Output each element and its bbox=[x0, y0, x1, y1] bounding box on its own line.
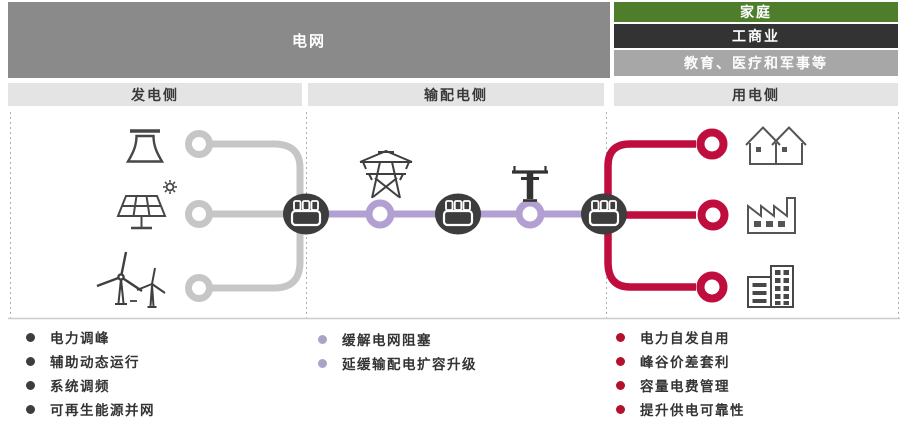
bullet-icon bbox=[318, 334, 327, 344]
list-item: 可再生能源并网 bbox=[26, 397, 155, 421]
benefit-label: 提升供电可靠性 bbox=[640, 403, 745, 419]
section-header-consumption-label: 用电侧 bbox=[732, 87, 780, 104]
consumer-bar-home-label: 家庭 bbox=[740, 5, 772, 21]
bullet-icon bbox=[616, 380, 625, 390]
solar-panel-icon bbox=[116, 180, 177, 230]
bullet-icon bbox=[26, 380, 35, 390]
consumer-bar-industry: 工商业 bbox=[614, 24, 898, 48]
consumption-node-rings bbox=[696, 128, 729, 303]
consumer-bar-home: 家庭 bbox=[614, 2, 898, 22]
list-item: 辅助动态运行 bbox=[26, 349, 155, 373]
benefit-label: 系统调频 bbox=[50, 379, 110, 395]
houses-icon bbox=[745, 126, 807, 165]
list-item: 延缓输配电扩容升级 bbox=[318, 351, 477, 375]
section-header-transmission: 输配电侧 bbox=[308, 83, 604, 106]
office-buildings-icon bbox=[747, 265, 794, 308]
bullet-icon bbox=[616, 332, 625, 342]
bullet-icon bbox=[318, 358, 327, 368]
benefit-label: 辅助动态运行 bbox=[50, 355, 140, 371]
grid-banner: 电网 bbox=[8, 2, 610, 78]
benefit-label: 峰谷价差套利 bbox=[640, 355, 730, 371]
battery-node-consumption bbox=[581, 193, 627, 235]
benefit-list-transmission: 缓解电网阻塞 延缓输配电扩容升级 bbox=[318, 327, 477, 375]
section-header-generation: 发电侧 bbox=[8, 83, 302, 106]
consumer-bar-industry-label: 工商业 bbox=[732, 29, 780, 45]
bullet-icon bbox=[26, 404, 35, 414]
list-item: 系统调频 bbox=[26, 373, 155, 397]
transformer-icon bbox=[512, 166, 548, 202]
benefit-list-generation: 电力调峰 辅助动态运行 系统调频 可再生能源并网 bbox=[26, 325, 155, 421]
wind-turbine-icon bbox=[96, 251, 166, 308]
list-item: 电力自发自用 bbox=[616, 325, 745, 349]
grid-banner-label: 电网 bbox=[291, 31, 326, 50]
transmission-node-rings bbox=[365, 199, 545, 229]
factory-icon bbox=[747, 197, 796, 234]
section-header-consumption: 用电侧 bbox=[614, 83, 898, 106]
benefit-label: 延缓输配电扩容升级 bbox=[342, 357, 477, 373]
benefit-label: 电力调峰 bbox=[50, 331, 110, 347]
benefit-label: 电力自发自用 bbox=[640, 331, 730, 347]
battery-node-generation bbox=[283, 193, 329, 235]
list-item: 峰谷价差套利 bbox=[616, 349, 745, 373]
list-item: 缓解电网阻塞 bbox=[318, 327, 477, 351]
battery-node-transmission bbox=[435, 193, 481, 235]
list-item: 提升供电可靠性 bbox=[616, 397, 745, 421]
bullet-icon bbox=[616, 356, 625, 366]
list-item: 容量电费管理 bbox=[616, 373, 745, 397]
consumer-bar-public-label: 教育、医疗和军事等 bbox=[684, 56, 828, 72]
benefit-list-consumption: 电力自发自用 峰谷价差套利 容量电费管理 提升供电可靠性 bbox=[616, 325, 745, 421]
consumer-bar-public: 教育、医疗和军事等 bbox=[614, 50, 898, 76]
benefit-label: 缓解电网阻塞 bbox=[342, 333, 432, 349]
section-header-generation-label: 发电侧 bbox=[131, 87, 179, 104]
benefit-label: 容量电费管理 bbox=[640, 379, 730, 395]
consumer-type-stack: 家庭 工商业 教育、医疗和军事等 bbox=[614, 2, 898, 78]
generation-node-rings bbox=[185, 130, 213, 302]
energy-flow-diagram bbox=[8, 112, 900, 320]
bullet-icon bbox=[26, 332, 35, 342]
column-separators bbox=[10, 112, 899, 318]
list-item: 电力调峰 bbox=[26, 325, 155, 349]
transmission-tower-icon bbox=[359, 149, 413, 199]
section-header-transmission-label: 输配电侧 bbox=[424, 87, 488, 104]
bullet-icon bbox=[616, 404, 625, 414]
cooling-tower-icon bbox=[125, 129, 165, 163]
benefit-label: 可再生能源并网 bbox=[50, 403, 155, 419]
bullet-icon bbox=[26, 356, 35, 366]
